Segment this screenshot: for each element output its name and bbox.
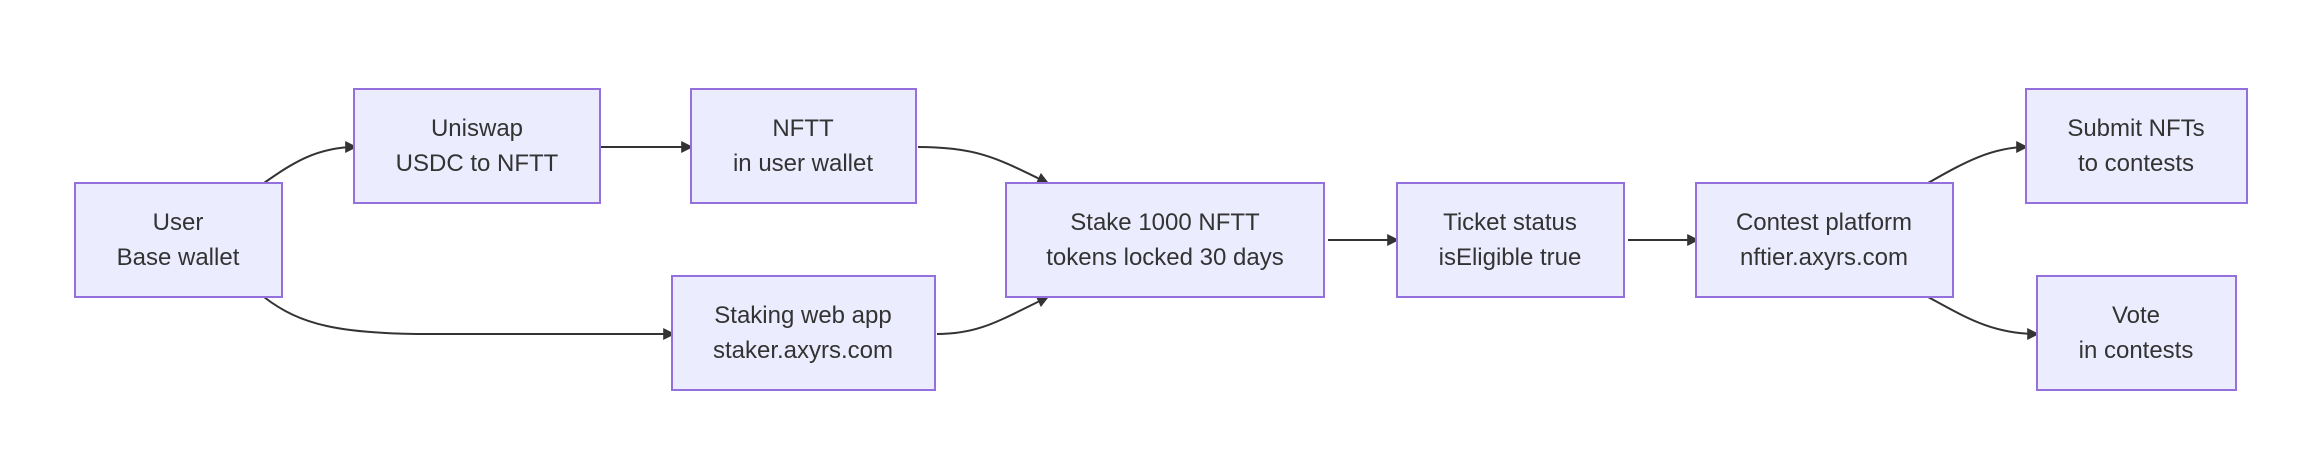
node-vote: Vote in contests: [2036, 275, 2237, 391]
node-staking-app-subtitle: staker.axyrs.com: [713, 337, 893, 364]
edge-nftt-to-stake: [917, 146, 1050, 184]
node-uniswap-subtitle: USDC to NFTT: [396, 150, 559, 177]
node-stake-title: Stake 1000 NFTT: [1070, 209, 1260, 236]
node-nftt-subtitle: in user wallet: [733, 150, 873, 177]
node-submit-subtitle: to contests: [2078, 150, 2194, 177]
node-user-title: User: [153, 209, 204, 236]
node-contest-platform-subtitle: nftier.axyrs.com: [1740, 244, 1908, 271]
node-user: User Base wallet: [74, 182, 283, 298]
node-nftt-title: NFTT: [772, 115, 834, 142]
node-stake-subtitle: tokens locked 30 days: [1046, 244, 1283, 271]
node-ticket-subtitle: isEligible true: [1439, 244, 1582, 271]
node-submit-title: Submit NFTs: [2067, 115, 2204, 142]
edge-user-to-staking-app: [263, 296, 676, 340]
node-nftt: NFTT in user wallet: [690, 88, 917, 204]
node-submit: Submit NFTs to contests: [2025, 88, 2248, 204]
node-contest-platform-title: Contest platform: [1736, 209, 1912, 236]
node-staking-app-title: Staking web app: [714, 302, 891, 329]
edge-contest-platform-to-submit: [1927, 141, 2029, 184]
edge-contest-platform-to-vote: [1927, 296, 2040, 340]
node-uniswap-title: Uniswap: [431, 115, 523, 142]
edge-staking-app-to-stake: [936, 296, 1050, 335]
node-vote-title: Vote: [2112, 302, 2160, 329]
node-ticket: Ticket status isEligible true: [1396, 182, 1625, 298]
node-stake: Stake 1000 NFTT tokens locked 30 days: [1005, 182, 1325, 298]
edges: [263, 141, 2040, 340]
node-ticket-title: Ticket status: [1443, 209, 1577, 236]
node-uniswap: Uniswap USDC to NFTT: [353, 88, 601, 204]
node-user-subtitle: Base wallet: [117, 244, 240, 271]
node-staking-app: Staking web app staker.axyrs.com: [671, 275, 936, 391]
edge-user-to-uniswap: [263, 141, 358, 184]
node-contest-platform: Contest platform nftier.axyrs.com: [1695, 182, 1954, 298]
node-vote-subtitle: in contests: [2079, 337, 2194, 364]
